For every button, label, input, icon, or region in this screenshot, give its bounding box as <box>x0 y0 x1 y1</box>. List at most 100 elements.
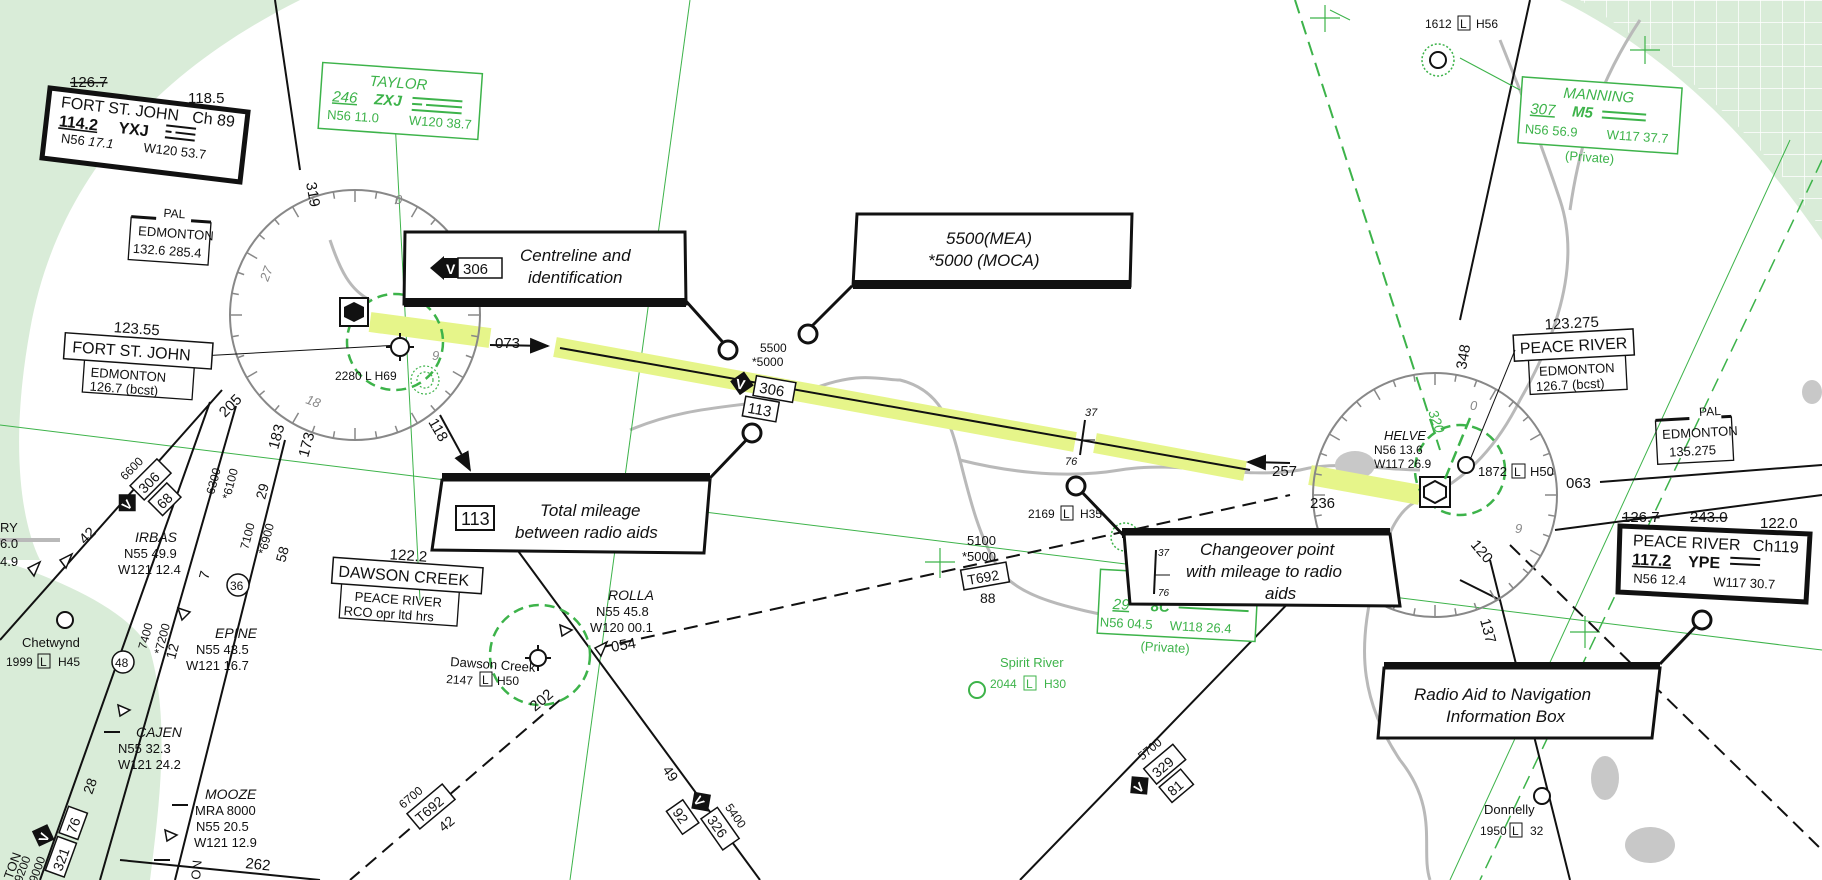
aerodrome-1612: 1612 L H56 <box>1421 15 1498 77</box>
svg-text:32: 32 <box>1530 824 1544 838</box>
svg-text:306: 306 <box>758 380 786 401</box>
svg-text:YPE: YPE <box>1688 554 1721 572</box>
svg-text:12: 12 <box>162 641 182 660</box>
svg-text:117.2: 117.2 <box>1632 552 1672 571</box>
callout-radio-aid: Radio Aid to Navigation Information Box <box>1376 609 1713 740</box>
compass-tick <box>1489 589 1497 602</box>
svg-text:5100: 5100 <box>967 533 996 548</box>
fort-st-john-compass-rose: 0 27 18 9 2280 L H69 <box>199 189 481 441</box>
fix-lon: W121 24.2 <box>118 757 181 772</box>
compass-tick <box>1320 452 1328 457</box>
svg-text:PEACE RIVER: PEACE RIVER <box>354 589 442 610</box>
compass-tick <box>1356 401 1362 408</box>
callout-total-line2: between radio aids <box>515 523 658 542</box>
aerodrome-icon <box>390 337 410 357</box>
svg-text:205: 205 <box>216 391 246 421</box>
svg-text:122.0: 122.0 <box>1760 515 1798 532</box>
radial-073: 073 <box>495 335 520 352</box>
svg-text:L: L <box>1460 17 1467 31</box>
svg-text:123.55: 123.55 <box>113 319 160 339</box>
svg-text:1612: 1612 <box>1425 17 1452 31</box>
svg-text:M5: M5 <box>1572 103 1595 121</box>
svg-text:Ch 89: Ch 89 <box>191 109 235 131</box>
fix-mra: MRA 8000 <box>195 803 256 818</box>
svg-text:126.7: 126.7 <box>1622 509 1660 526</box>
lake <box>1591 756 1619 800</box>
changeover-bottom: 76 <box>1065 456 1078 468</box>
svg-text:122.2: 122.2 <box>389 546 428 566</box>
svg-text:PAL: PAL <box>1699 404 1722 419</box>
svg-text:132.6 285.4: 132.6 285.4 <box>132 241 202 261</box>
compass-tick <box>394 197 399 205</box>
compass-tick <box>311 197 316 205</box>
compass-tick <box>444 390 452 396</box>
compass-tick <box>452 370 464 379</box>
donnelly-aerodrome: Donnelly 1950 L 32 <box>1480 787 1551 838</box>
svg-text:EDMONTON: EDMONTON <box>138 223 214 243</box>
dawson-creek-aerodrome: Dawson Creek 2147 L H50 <box>446 603 592 707</box>
svg-text:7400: 7400 <box>135 621 156 651</box>
compass-tick <box>1473 602 1478 610</box>
peace-river-fss-box: 123.275 PEACE RIVER EDMONTON 126.7 (bcst… <box>1512 314 1636 396</box>
svg-text:N56 17.1: N56 17.1 <box>60 131 114 152</box>
svg-text:319: 319 <box>302 181 323 209</box>
fix-helve: HELVE <box>1384 428 1426 443</box>
svg-text:PAL: PAL <box>163 206 186 222</box>
svg-text:114.2: 114.2 <box>58 113 99 134</box>
svg-text:H35: H35 <box>1080 507 1102 521</box>
svg-text:Dawson Creek: Dawson Creek <box>450 654 537 675</box>
svg-text:ZXJ: ZXJ <box>373 91 403 110</box>
svg-text:Ch119: Ch119 <box>1752 538 1799 557</box>
manning-ndb-box: MANNING 307 M5 N56 56.9 W117 37.7 (Priva… <box>1517 76 1683 166</box>
compass-west: 27 <box>256 264 276 284</box>
changeover-mark <box>1079 419 1086 456</box>
callout-changeover-line3: aids <box>1265 584 1297 603</box>
radial-257: 257 <box>1272 463 1297 480</box>
svg-text:063: 063 <box>1566 475 1591 492</box>
svg-text:PEACE RIVER: PEACE RIVER <box>1633 533 1741 555</box>
callout-total-mileage: 113 Total mileage between radio aids <box>430 422 763 555</box>
svg-text:Donnelly: Donnelly <box>1484 802 1535 817</box>
svg-text:320: 320 <box>1425 408 1448 436</box>
fix-lat: N55 32.3 <box>118 741 171 756</box>
svg-text:118.5: 118.5 <box>188 90 224 107</box>
svg-text:118: 118 <box>425 416 452 445</box>
compass-tick <box>1413 374 1416 382</box>
svg-text:126.7 (bcst): 126.7 (bcst) <box>1535 376 1604 395</box>
svg-text:N56 11.0: N56 11.0 <box>327 107 380 126</box>
elevation: 1872 <box>1478 464 1507 479</box>
svg-text:6300: 6300 <box>203 466 224 496</box>
svg-text:42: 42 <box>76 524 100 548</box>
fix-epine: EPINE <box>215 625 258 641</box>
fix-lon: W121 12.4 <box>118 562 181 577</box>
svg-text:1999: 1999 <box>6 655 33 669</box>
callout-mea-line1: 5500(MEA) <box>946 229 1032 248</box>
svg-text:W120 38.7: W120 38.7 <box>408 113 472 132</box>
compass-tick <box>1489 388 1497 401</box>
compass-tick <box>332 431 336 439</box>
callout-centreline-line1: Centreline and <box>520 246 631 265</box>
fix-lon: W120 00.1 <box>590 620 653 635</box>
svg-text:126.7 (bcst): 126.7 (bcst) <box>89 379 159 399</box>
compass-tick <box>410 206 419 218</box>
airway-v306-labels: 073 257 236 5500 *5000 V 306 113 37 76 <box>495 335 1335 512</box>
svg-text:123.275: 123.275 <box>1544 314 1599 334</box>
compass-tick <box>1529 549 1542 557</box>
svg-text:48: 48 <box>115 656 129 670</box>
pal-edmonton-fort: PAL EDMONTON 132.6 285.4 <box>127 206 214 266</box>
svg-text:135.275: 135.275 <box>1669 442 1717 459</box>
compass-tick <box>246 251 258 260</box>
compass-tick <box>1548 473 1556 476</box>
fixes: ROLLA N55 45.8 W120 00.1 IRBAS N55 49.9 … <box>26 529 654 861</box>
compass-tick <box>231 292 239 296</box>
compass-east: 9 <box>1515 521 1522 536</box>
fort-st-john-fss-box: 123.55 FORT ST. JOHN EDMONTON 126.7 (bcs… <box>62 319 214 401</box>
compass-tick <box>237 354 245 359</box>
svg-text:126.7: 126.7 <box>70 74 108 91</box>
callout-radio-aid-line1: Radio Aid to Navigation <box>1414 685 1591 704</box>
svg-text:202: 202 <box>527 686 557 715</box>
compass-tick <box>258 390 266 396</box>
svg-text:MANNING: MANNING <box>1563 85 1635 107</box>
callout-mea-line2: *5000 (MOCA) <box>928 251 1039 270</box>
